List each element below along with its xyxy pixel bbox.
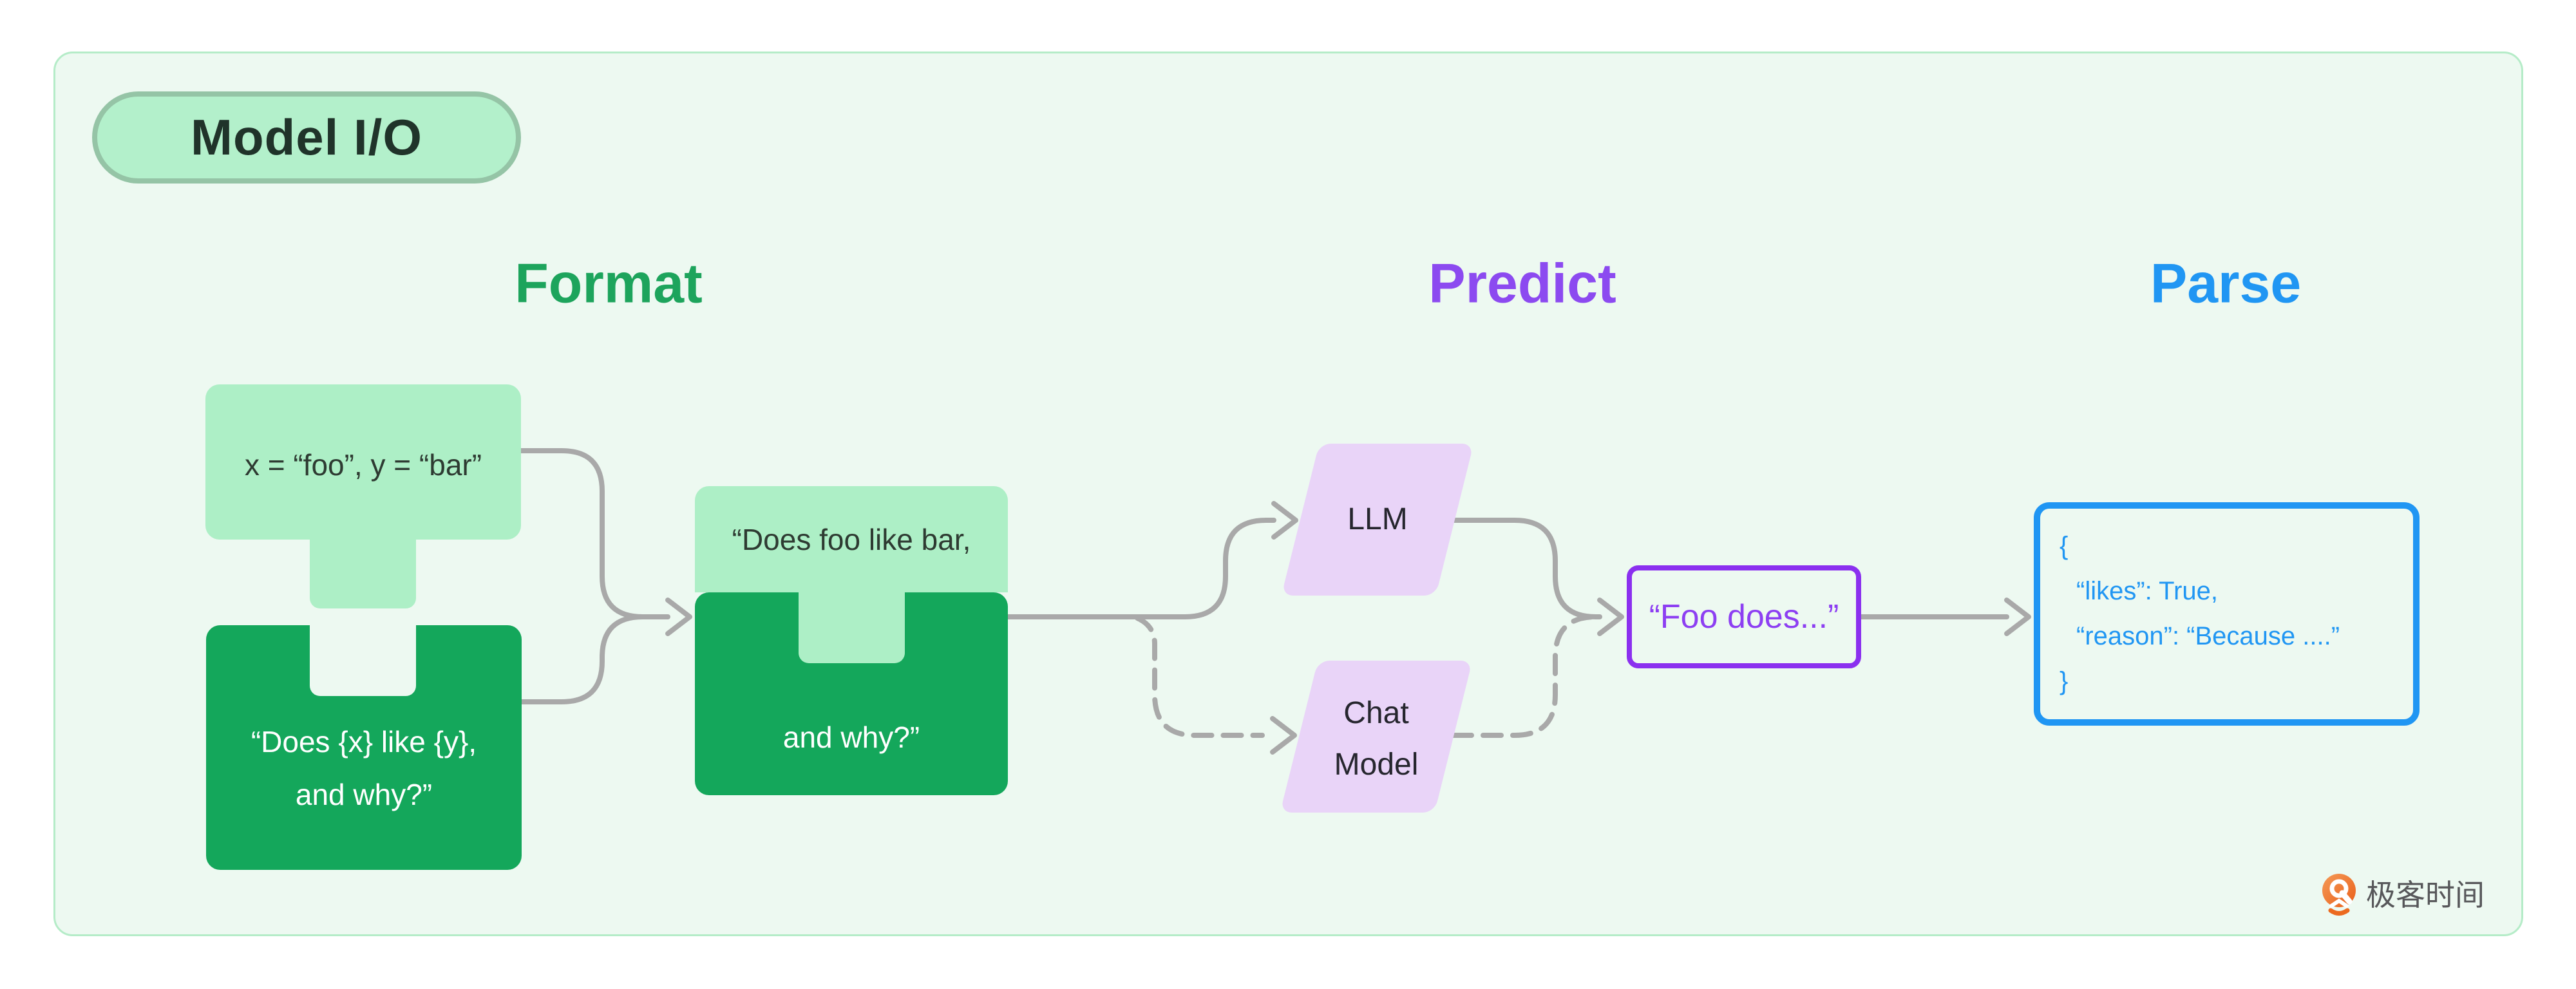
- brand-logo: 极客时间: [2321, 873, 2485, 917]
- parsed-output-code: { “likes”: True, “reason”: “Because ....…: [2060, 523, 2340, 704]
- chat-model-label: Chat Model: [1334, 688, 1419, 791]
- template-box: [206, 625, 522, 870]
- parsed-output-line-close: }: [2060, 667, 2069, 695]
- template-text-line2: and why?”: [295, 778, 433, 811]
- prompt-text-top: “Does foo like bar,: [732, 523, 971, 556]
- prompt-box-top: [695, 486, 1008, 592]
- chat-model-label-line1: Chat: [1343, 696, 1409, 730]
- diagram-title: Model I/O: [191, 109, 422, 165]
- stage-heading-parse: Parse: [2150, 252, 2302, 315]
- parsed-output-box: [2034, 502, 2420, 726]
- llm-label: LLM: [1347, 502, 1408, 536]
- stage-heading-predict: Predict: [1428, 252, 1616, 315]
- completion-text: “Foo does...”: [1649, 598, 1839, 636]
- diagram-title-badge: Model I/O: [92, 91, 521, 184]
- parsed-output-line-likes: “likes”: True,: [2076, 577, 2219, 605]
- variables-text: x = “foo”, y = “bar”: [244, 448, 482, 482]
- template-text-line1: “Does {x} like {y},: [251, 725, 477, 758]
- variables-box: [205, 384, 521, 540]
- completion-box: [1627, 565, 1861, 668]
- parsed-output-line-reason: “reason”: “Because ....”: [2076, 622, 2340, 650]
- prompt-box-tab: [799, 592, 905, 663]
- stage-heading-format: Format: [515, 252, 703, 315]
- brand-logo-text: 极客时间: [2366, 878, 2485, 912]
- chat-model-label-line2: Model: [1334, 748, 1419, 782]
- prompt-text-bottom: and why?”: [782, 721, 920, 754]
- template-text: “Does {x} like {y}, and why?”: [206, 715, 522, 821]
- template-box-notch: [310, 625, 416, 696]
- parsed-output-line-open: {: [2060, 532, 2069, 560]
- geektime-icon: [2322, 874, 2356, 916]
- variables-box-tab: [310, 540, 416, 608]
